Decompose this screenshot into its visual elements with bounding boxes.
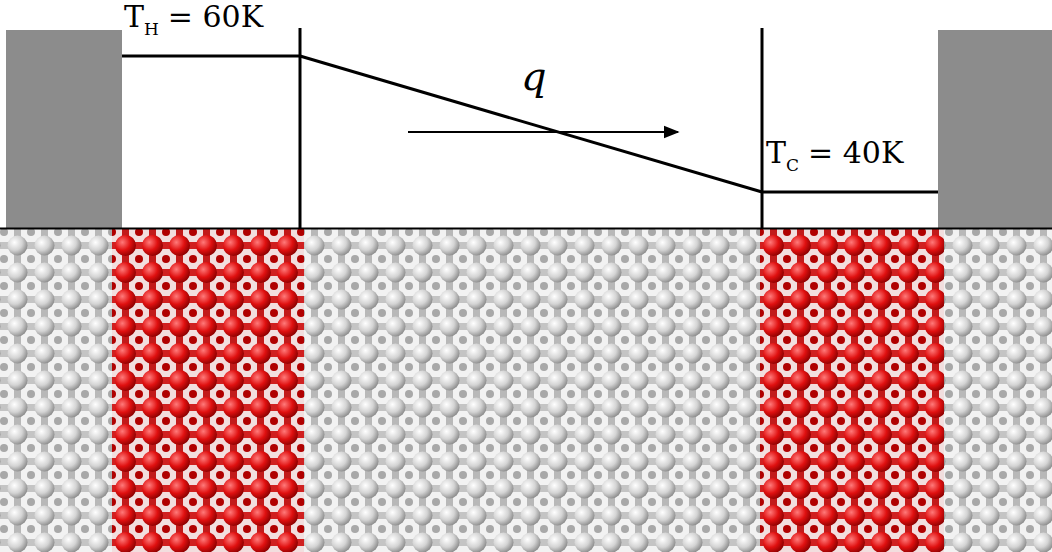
text-group: TH= 60K bbox=[124, 2, 263, 32]
region-boundary bbox=[299, 28, 302, 228]
temperature-value: = 60K bbox=[168, 0, 263, 34]
hot-temperature-line bbox=[122, 55, 300, 58]
cold-atom-region bbox=[760, 229, 944, 552]
hot-atom-region bbox=[112, 229, 304, 552]
left-wall bbox=[6, 30, 122, 228]
temperature-symbol: T bbox=[124, 0, 144, 34]
subscript: C bbox=[786, 155, 799, 175]
atom-lattice bbox=[0, 229, 1052, 552]
subscript: H bbox=[144, 19, 159, 39]
cold-temperature-line bbox=[762, 191, 938, 194]
text-group: q bbox=[518, 56, 550, 96]
temperature-symbol: T bbox=[766, 135, 786, 170]
region-boundary bbox=[761, 28, 764, 228]
heat-flux-label: q bbox=[518, 53, 550, 99]
temperature-value: = 40K bbox=[808, 135, 903, 170]
heat-flux-arrow bbox=[408, 131, 678, 133]
text-group: TC= 40K bbox=[766, 138, 903, 168]
base-line bbox=[0, 228, 1052, 230]
right-wall bbox=[938, 30, 1052, 228]
